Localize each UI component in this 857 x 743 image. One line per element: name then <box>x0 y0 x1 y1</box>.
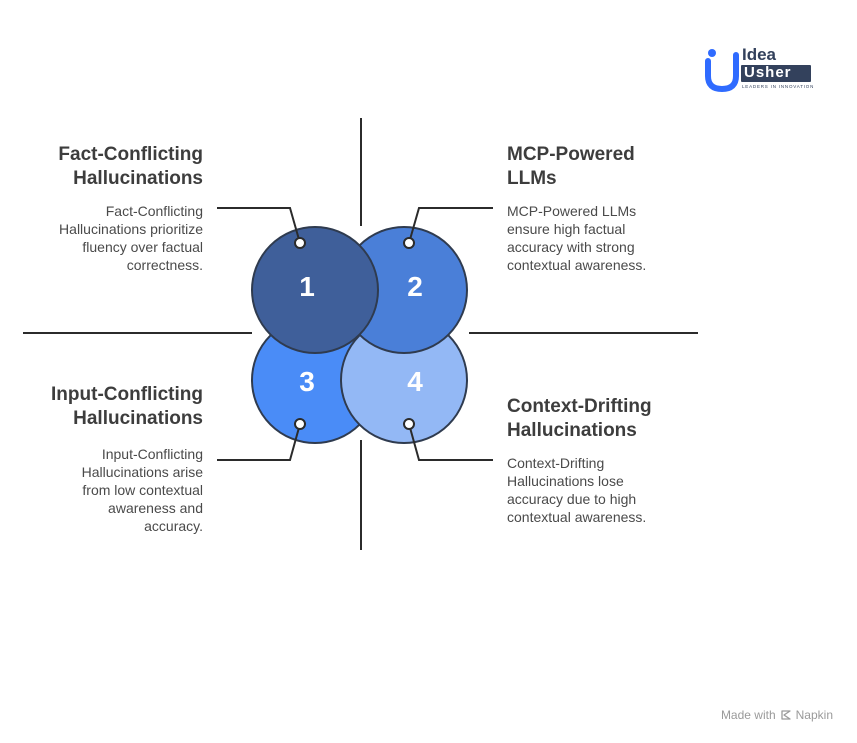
quadrant-1-description: Fact-Conflicting Hallucinations prioriti… <box>59 203 203 273</box>
quadrant-1-title: Fact-Conflicting Hallucinations <box>58 144 203 189</box>
connector-dot-3 <box>294 418 306 430</box>
quadrant-3-description: Input-Conflicting Hallucinations arise f… <box>81 446 203 534</box>
idea-usher-logo <box>705 49 811 93</box>
connector-3 <box>217 423 301 461</box>
quadrant-4-title: Context-Drifting Hallucinations <box>507 396 652 441</box>
quadrant-4-description: Context-Drifting Hallucinations lose acc… <box>507 455 647 525</box>
number-4: 4 <box>407 366 423 397</box>
logo-word-usher: Usher <box>744 64 792 81</box>
number-1: 1 <box>299 271 315 302</box>
logo-tagline: LEADERS IN INNOVATION <box>742 84 815 89</box>
footer-brand: Napkin <box>795 708 833 722</box>
footer-credit: Made with Napkin <box>721 708 833 722</box>
connector-dot-1 <box>294 237 306 249</box>
quadrant-2-description: MCP-Powered LLMs ensure high factual acc… <box>507 203 647 273</box>
quadrant-3-title: Input-Conflicting Hallucinations <box>51 384 203 429</box>
napkin-icon <box>780 710 791 720</box>
connector-dot-2 <box>403 237 415 249</box>
number-2: 2 <box>407 271 423 302</box>
footer-made-with: Made with <box>720 708 776 722</box>
connector-2 <box>408 207 493 244</box>
quadrant-2-title: MCP-Powered LLMs <box>507 144 635 189</box>
connector-4 <box>408 423 493 461</box>
circle-1 <box>251 226 379 354</box>
logo-word-idea: Idea <box>742 45 777 64</box>
connector-dot-4 <box>403 418 415 430</box>
connector-1 <box>217 207 301 244</box>
number-3: 3 <box>299 366 315 397</box>
